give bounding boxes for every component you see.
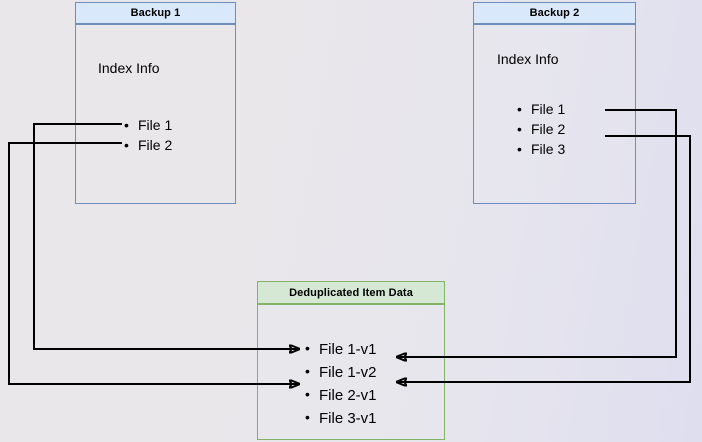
list-item: File 1-v1 bbox=[305, 338, 377, 361]
backup2-index-info-label: Index Info bbox=[497, 51, 559, 67]
list-item: File 1 bbox=[517, 99, 565, 119]
backup1-file-list: File 1 File 2 bbox=[124, 115, 172, 155]
dedup-item-list: File 1-v1 File 1-v2 File 2-v1 File 3-v1 bbox=[305, 338, 377, 430]
list-item: File 2 bbox=[124, 135, 172, 155]
list-item: File 1-v2 bbox=[305, 361, 377, 384]
dedup-title: Deduplicated Item Data bbox=[289, 286, 413, 299]
list-item: File 3 bbox=[517, 139, 565, 159]
dedup-title-bar: Deduplicated Item Data bbox=[257, 281, 445, 304]
list-item: File 3-v1 bbox=[305, 407, 377, 430]
list-item: File 1 bbox=[124, 115, 172, 135]
list-item: File 2 bbox=[517, 119, 565, 139]
backup2-file-list: File 1 File 2 File 3 bbox=[517, 99, 565, 159]
backup1-body bbox=[75, 24, 236, 204]
list-item: File 2-v1 bbox=[305, 384, 377, 407]
backup2-title-bar: Backup 2 bbox=[473, 2, 636, 24]
backup1-title-bar: Backup 1 bbox=[75, 2, 236, 24]
backup1-title: Backup 1 bbox=[130, 7, 181, 19]
backup2-title: Backup 2 bbox=[529, 7, 580, 19]
backup1-index-info-label: Index Info bbox=[98, 60, 160, 76]
